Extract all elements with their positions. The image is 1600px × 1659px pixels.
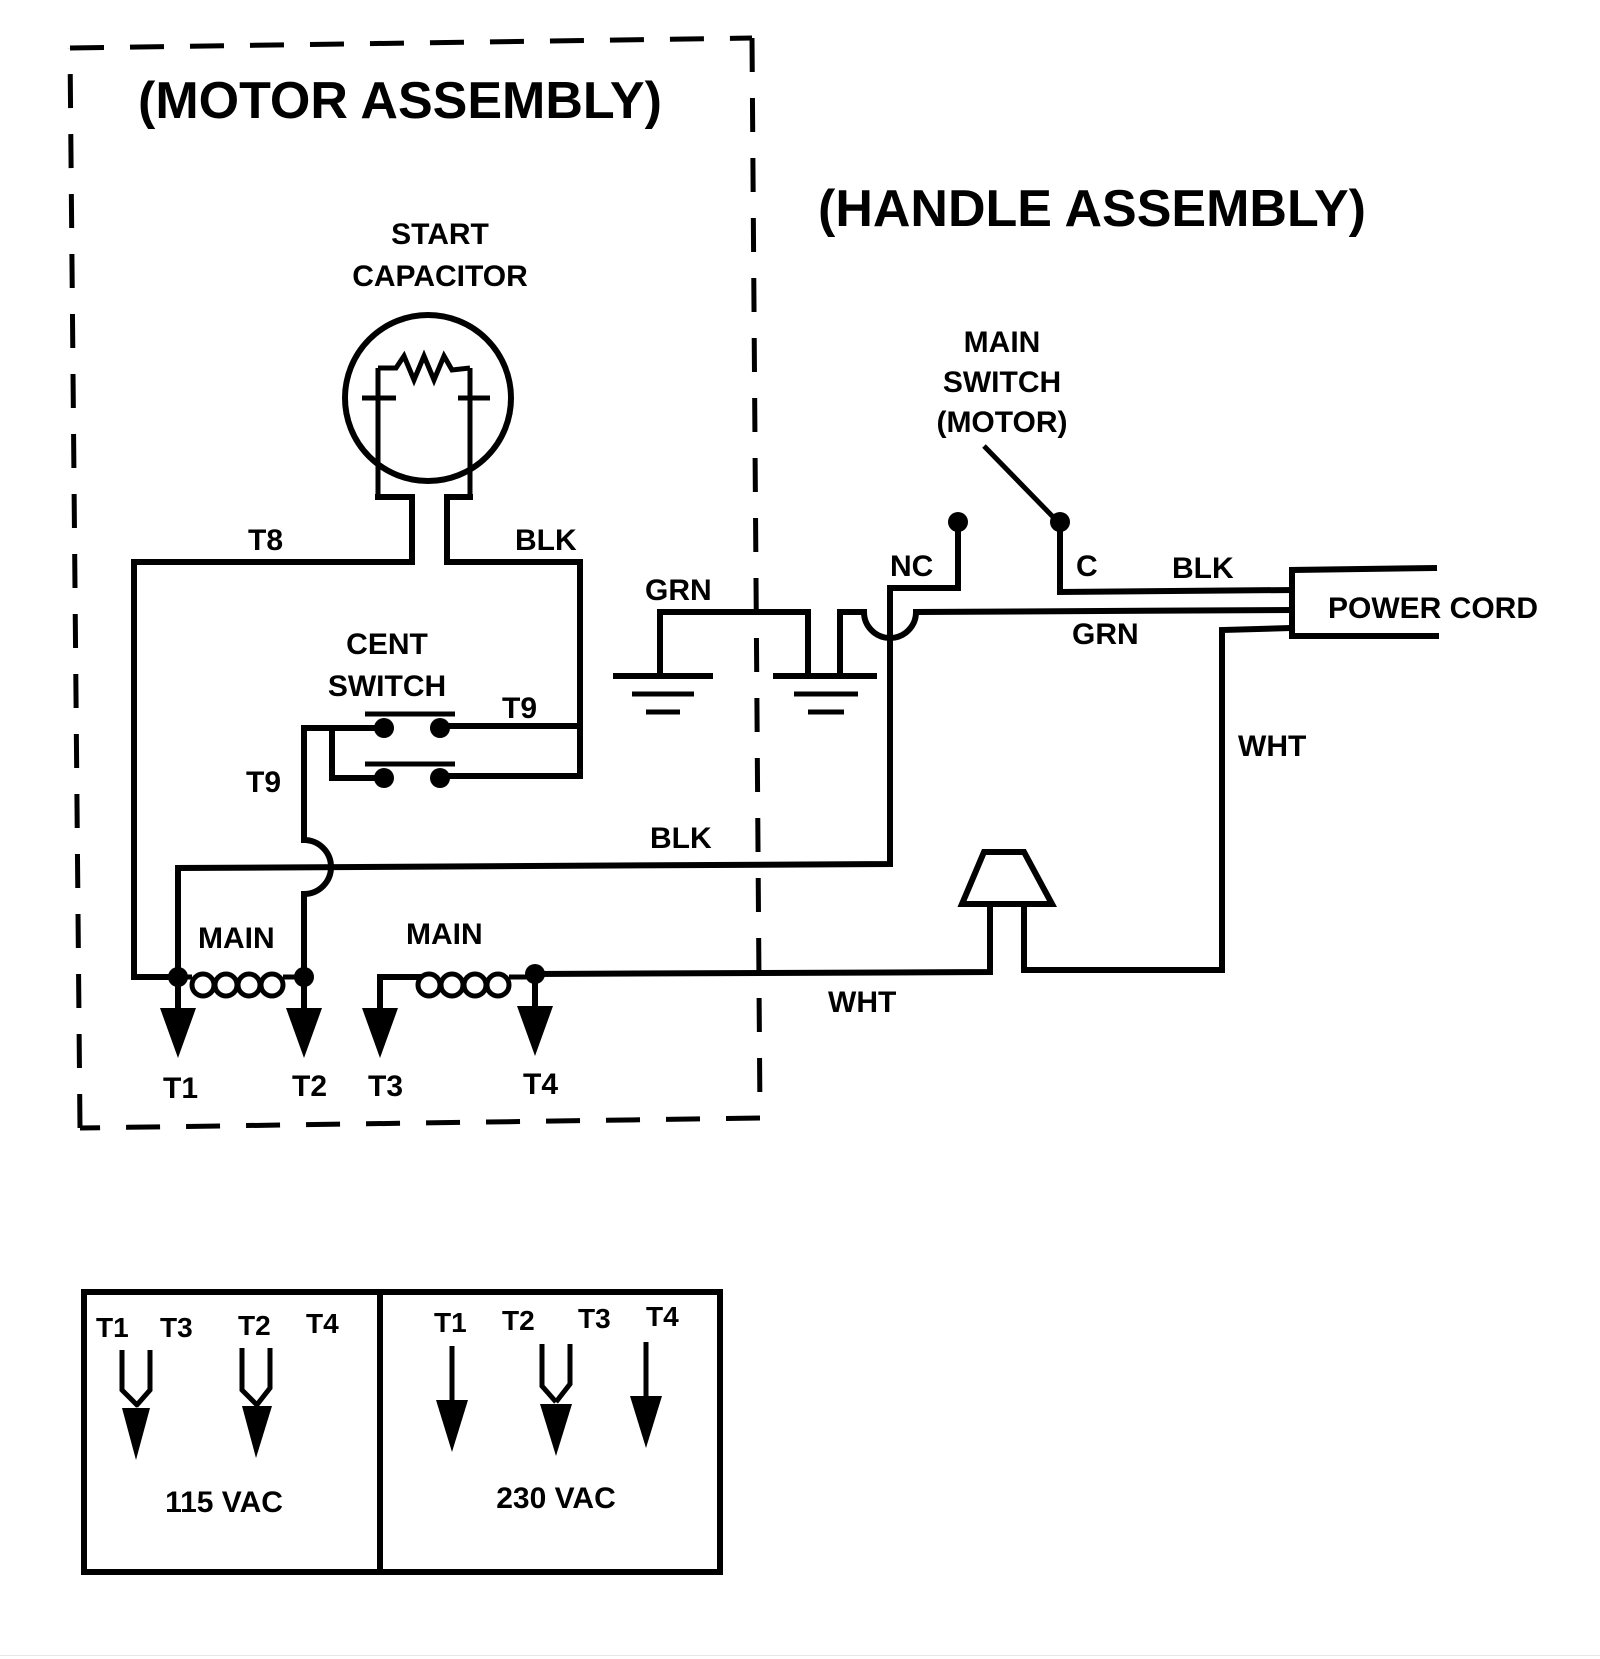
bleeder-resistor-icon — [378, 349, 471, 387]
terminal-t3-label: T3 — [368, 1070, 403, 1103]
page-bottom-divider — [0, 1655, 1600, 1656]
panel-230-t2: T2 — [502, 1305, 535, 1336]
panel-230vac: T1 T2 T3 T4 230 VAC — [434, 1301, 679, 1515]
label-nc: NC — [890, 550, 933, 583]
wire-wht-right — [1021, 624, 1296, 973]
ground-plug-connector-icon — [957, 849, 1058, 907]
label-grn-left: GRN — [645, 574, 712, 607]
panel-115-t3: T3 — [160, 1312, 193, 1343]
start-capacitor-label-line1: START — [391, 218, 489, 251]
label-wht-bottom: WHT — [828, 986, 896, 1019]
merge-t2-t3-icon — [539, 1344, 573, 1404]
arrow-t1-t3-icon — [122, 1408, 150, 1460]
cent-switch-contact-bars — [365, 711, 455, 767]
panel-115-t4: T4 — [306, 1308, 339, 1339]
panel-115-t2: T2 — [238, 1310, 271, 1341]
ground-symbol-right-icon — [773, 673, 877, 715]
label-blk-main: BLK — [650, 822, 712, 855]
capacitor-lead-left — [375, 494, 415, 565]
start-capacitor: START CAPACITOR — [342, 218, 528, 565]
wire-grn-left — [657, 609, 811, 679]
label-wht-right: WHT — [1238, 730, 1306, 763]
centrifugal-switch: CENT SWITCH — [301, 628, 455, 788]
terminal-t1-label: T1 — [163, 1072, 198, 1105]
label-t9-left: T9 — [246, 766, 281, 799]
panel-115-t1: T1 — [96, 1312, 129, 1343]
panel-230-t4: T4 — [646, 1301, 679, 1332]
wire-blk-main — [175, 625, 893, 980]
wire-wht-bottom — [531, 905, 993, 978]
merge-t2-t4-icon — [239, 1348, 273, 1408]
main-switch-label-line1: MAIN — [964, 326, 1041, 359]
power-cord: POWER CORD — [1289, 564, 1538, 639]
cent-switch-label-line2: SWITCH — [328, 670, 446, 703]
terminal-t4-label: T4 — [523, 1068, 558, 1101]
arrow-t2-t4-icon — [242, 1406, 272, 1458]
motor-assembly-boundary — [67, 35, 763, 1131]
capacitor-circle-icon — [342, 312, 514, 484]
wire-grn-cord — [837, 606, 1296, 679]
power-cord-label: POWER CORD — [1328, 592, 1538, 625]
wire-t8 — [131, 559, 415, 980]
main-switch-label-line2: SWITCH — [943, 366, 1061, 399]
main-switch-pointer — [982, 444, 1060, 524]
ground-symbol-left-icon — [613, 673, 713, 715]
panel-230-t1: T1 — [434, 1307, 467, 1338]
panel-115vac: T1 T3 T2 T4 115 VAC — [96, 1308, 339, 1519]
terminal-t1-arrow-icon — [160, 1008, 196, 1058]
wire-blk-cord — [1057, 519, 1296, 596]
panel-230-t3: T3 — [578, 1303, 611, 1334]
terminal-t2-arrow-icon — [286, 1008, 322, 1058]
capacitor-plates — [375, 368, 473, 497]
arrow-t4-icon — [630, 1396, 662, 1448]
label-t8: T8 — [248, 524, 283, 557]
panel-115-voltage: 115 VAC — [165, 1486, 283, 1519]
winding-1-label: MAIN — [198, 922, 275, 955]
label-blk-cord: BLK — [1172, 552, 1234, 585]
arrow-t2-t3-icon — [540, 1404, 572, 1456]
main-switch-label-line3: (MOTOR) — [936, 406, 1067, 439]
label-blk-capacitor: BLK — [515, 524, 577, 557]
main-winding-2: MAIN — [362, 918, 553, 1058]
terminal-t2-label: T2 — [292, 1070, 327, 1103]
cent-switch-left-leads — [301, 725, 387, 781]
merge-t1-t3-icon — [119, 1350, 153, 1408]
label-t9-right: T9 — [502, 692, 537, 725]
handle-assembly-title: (HANDLE ASSEMBLY) — [818, 180, 1366, 238]
wire-blk-capacitor — [443, 559, 583, 779]
power-cord-outline — [1289, 564, 1439, 639]
panel-230-voltage: 230 VAC — [496, 1482, 616, 1515]
main-switch: MAIN SWITCH (MOTOR) — [887, 326, 1296, 631]
terminal-t4-arrow-icon — [517, 1006, 553, 1056]
winding-2-label: MAIN — [406, 918, 483, 951]
main-winding-1: MAIN — [160, 922, 322, 1058]
motor-assembly-title: (MOTOR ASSEMBLY) — [138, 72, 662, 130]
start-capacitor-label-line2: CAPACITOR — [352, 260, 528, 293]
wire-t9-left — [301, 725, 334, 980]
voltage-config-table: T1 T3 T2 T4 115 VAC T1 T2 T3 T4 230 VAC — [81, 1289, 723, 1575]
wire-nc — [887, 519, 961, 631]
label-c: C — [1076, 550, 1098, 583]
cent-switch-label-line1: CENT — [346, 628, 428, 661]
capacitor-lead-right — [444, 494, 473, 565]
label-grn-cord: GRN — [1072, 618, 1139, 651]
arrow-t1-icon — [436, 1400, 468, 1452]
terminal-t3-arrow-icon — [362, 1008, 398, 1058]
voltage-table-border — [81, 1289, 723, 1575]
